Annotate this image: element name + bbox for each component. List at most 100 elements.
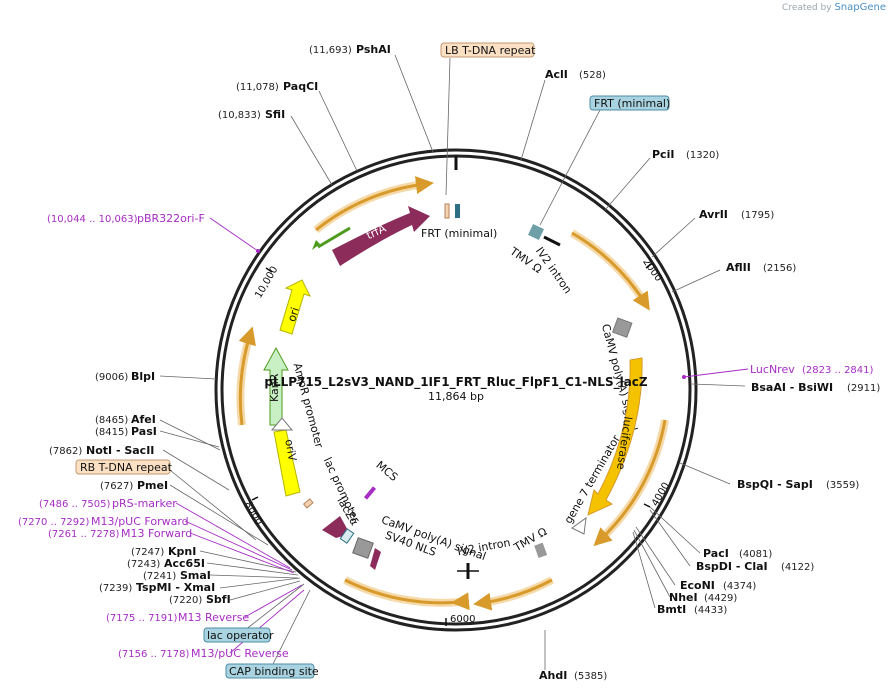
svg-text:(8415): (8415) (95, 427, 128, 438)
svg-text:Acc65I: Acc65I (164, 557, 205, 570)
enzyme-paqci[interactable]: (11,078)PaqCI (236, 80, 318, 93)
primer-pbr322ori-f[interactable]: (10,044 .. 10,063)pBR322ori-F (47, 212, 205, 225)
enzyme-aflii[interactable]: AflII(2156) (726, 261, 796, 274)
enzyme-paci[interactable]: PacI(4081) (703, 547, 772, 560)
enzyme-econi[interactable]: EcoNI(4374) (680, 579, 756, 592)
leader-lines (159, 54, 746, 671)
lb-repeat-feature (444, 203, 450, 219)
svg-text:AfeI: AfeI (131, 413, 156, 426)
svg-text:(11,693): (11,693) (309, 45, 352, 56)
enzyme-bspqi-sapi[interactable]: BspQI - SapI(3559) (737, 478, 859, 491)
primer-m13-forward[interactable]: (7261 .. 7278)M13 Forward (48, 527, 192, 540)
enzyme-bspdi-clai[interactable]: BspDI - ClaI (4122) (696, 560, 814, 573)
svg-text:LB T-DNA repeat: LB T-DNA repeat (445, 44, 536, 57)
frt-minimal-inner-label: FRT (minimal) (421, 227, 497, 240)
iv2-intron-bar (543, 235, 561, 247)
enzyme-nhei[interactable]: NheI (4429) (669, 591, 737, 604)
luciferase-arrow (587, 357, 643, 516)
enzyme-bsaai-bsiwi[interactable]: BsaAI - BsiWI (2911) (751, 381, 880, 394)
svg-text:AhdI: AhdI (539, 669, 567, 682)
enzyme-sfii[interactable]: (10,833) SfiI (218, 108, 285, 121)
lacz-alpha-arrow (322, 516, 350, 538)
svg-text:(1320): (1320) (686, 150, 719, 161)
svg-text:(7486 .. 7505): (7486 .. 7505) (39, 499, 111, 510)
plasmid-name: pLLP715_L2sV3_NAND_1IF1_FRT_Rluc_FlpF1_C… (264, 375, 648, 390)
svg-text:(8465): (8465) (95, 415, 128, 426)
enzyme-bmti[interactable]: BmtI(4433) (657, 603, 727, 616)
label-frt-minimal[interactable]: FRT (minimal) (589, 95, 670, 111)
svg-text:(4429): (4429) (704, 593, 737, 604)
oriv-label: oriV (282, 438, 299, 462)
enzyme-ahdi[interactable]: AhdI(5385) (539, 669, 607, 682)
enzyme-sbfi[interactable]: (7220)SbfI (169, 593, 231, 606)
svg-text:(9006): (9006) (95, 372, 128, 383)
svg-text:NheI: NheI (669, 591, 698, 604)
svg-text:BspQI - SapI: BspQI - SapI (737, 478, 813, 491)
svg-text:BspDI - ClaI: BspDI - ClaI (696, 560, 768, 573)
tick-2000: 2000 (640, 257, 664, 284)
label-lac-operator[interactable]: lac operator (203, 627, 274, 643)
green-arrow (317, 226, 351, 249)
tick-4000: 4000 (650, 481, 672, 509)
enzyme-smai[interactable]: (7241)SmaI (143, 569, 211, 582)
svg-text:FRT (minimal): FRT (minimal) (594, 97, 670, 110)
svg-text:AvrII: AvrII (699, 208, 728, 221)
ori-label: ori (285, 306, 302, 324)
enzyme-kpni[interactable]: (7247)KpnI (131, 545, 196, 558)
backbone-outer (214, 148, 698, 632)
svg-text:(4122): (4122) (781, 562, 814, 573)
mcs-mark (363, 486, 377, 500)
sv40-nls-mark (370, 548, 381, 570)
enzyme-pasi[interactable]: (8415)PasI (95, 425, 157, 438)
small-feature-mark (302, 498, 314, 509)
enzyme-pcii[interactable]: PciI (1320) (652, 148, 719, 161)
tick-10000: 10,000 (253, 265, 280, 301)
enzyme-acc65i[interactable]: (7243) Acc65I (127, 557, 205, 570)
svg-text:SmaI: SmaI (180, 569, 211, 582)
camv-polya-mark (612, 317, 633, 338)
svg-text:(4081): (4081) (739, 549, 772, 560)
label-lb-tdna-repeat[interactable]: LB T-DNA repeat (440, 42, 536, 58)
kanr-arrow (263, 346, 289, 426)
primer-leader-lines (175, 217, 749, 654)
orf-arcs (236, 176, 669, 611)
enzyme-pmei[interactable]: (7627) PmeI (100, 479, 168, 492)
oriv-arrow (273, 429, 301, 497)
svg-text:LucNrev: LucNrev (750, 363, 795, 376)
svg-text:M13/pUC Forward: M13/pUC Forward (91, 515, 189, 528)
label-rb-tdna-repeat[interactable]: RB T-DNA repeat (75, 459, 173, 475)
svg-text:(7175 .. 7191): (7175 .. 7191) (106, 613, 178, 624)
label-cap-binding-site[interactable]: CAP binding site (225, 663, 319, 679)
enzyme-noti-sacii[interactable]: (7862)NotI - SacII (49, 444, 154, 457)
tmv-omega-mark-2 (534, 542, 548, 558)
svg-text:PciI: PciI (652, 148, 674, 161)
green-arrow-head (312, 240, 320, 250)
svg-text:(10,833): (10,833) (218, 110, 261, 121)
enzyme-afei[interactable]: (8465)AfeI (95, 413, 156, 426)
enzyme-tspmi-xmai[interactable]: (7239)TspMI - XmaI (99, 581, 215, 594)
svg-text:(7243): (7243) (127, 559, 160, 570)
enzyme-avrii[interactable]: AvrII (1795) (699, 208, 774, 221)
svg-text:PmeI: PmeI (137, 479, 168, 492)
primer-m13-puc-forward[interactable]: (7270 .. 7292)M13/pUC Forward (18, 515, 189, 528)
primer-m13-puc-reverse[interactable]: (7156 .. 7178)M13/pUC Reverse (118, 647, 289, 660)
svg-text:(7261 .. 7278): (7261 .. 7278) (48, 529, 120, 540)
tick-6000: 6000 (450, 614, 475, 625)
mcs-label: MCS (373, 458, 400, 483)
svg-text:(2911): (2911) (847, 383, 880, 394)
primer-prs-marker[interactable]: (7486 .. 7505)pRS-marker (39, 497, 177, 510)
primer-lucnrev[interactable]: LucNrev(2823 .. 2841) (750, 363, 874, 376)
kanr-label: KanR (268, 373, 281, 402)
svg-text:(1795): (1795) (741, 210, 774, 221)
svg-text:(7627): (7627) (100, 481, 133, 492)
svg-text:PaqCI: PaqCI (283, 80, 318, 93)
svg-text:BsaAI - BsiWI: BsaAI - BsiWI (751, 381, 833, 394)
svg-text:SfiI: SfiI (265, 108, 285, 121)
enzyme-pshai[interactable]: (11,693)PshAI (309, 43, 391, 56)
lacz-marker-1 (339, 528, 355, 544)
lac-promoter-label: lac promoter (321, 455, 363, 525)
enzyme-acli[interactable]: AclI(528) (545, 68, 606, 81)
svg-text:(4374): (4374) (723, 581, 756, 592)
primer-m13-reverse[interactable]: (7175 .. 7191)M13 Reverse (106, 611, 249, 624)
enzyme-blpi[interactable]: (9006)BlpI (95, 370, 155, 383)
